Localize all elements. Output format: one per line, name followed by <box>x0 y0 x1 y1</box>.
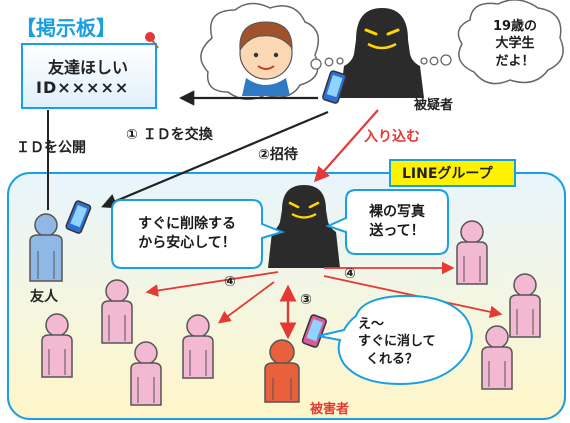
bulletin-board-line2: ID××××× <box>36 78 130 97</box>
exchange-id-label: ① ＩＤを交換 <box>126 127 213 143</box>
member-figure <box>509 273 541 338</box>
thought-dot <box>429 56 439 66</box>
member-figure <box>456 220 488 285</box>
fake-profile-line1: 19歳の <box>492 18 538 34</box>
member-figure <box>101 279 133 344</box>
publish-id-label: ＩＤを公開 <box>16 140 86 156</box>
thought-dot <box>420 57 428 65</box>
smartphone-icon <box>65 200 92 234</box>
fake-profile-line3: だよ！ <box>495 53 535 69</box>
victim-figure <box>264 339 300 403</box>
line-group-label: LINEグループ <box>402 166 493 182</box>
step3-label: ③ <box>300 292 312 308</box>
speech-victim-text: え～ すぐに消して くれる？ <box>350 304 466 380</box>
arrow-step4-left <box>145 271 279 297</box>
invite-label: ②招待 <box>258 147 298 163</box>
pushpin-icon <box>145 32 159 49</box>
friend-label: 友人 <box>30 289 58 305</box>
suspect-figure-group <box>268 185 340 268</box>
fake-profile-thought: 19歳の 大学生 だよ！ <box>478 14 552 74</box>
suspect-label: 被疑者 <box>414 98 454 113</box>
speech-bubble-reassure <box>111 199 286 269</box>
speech-reassure-line1: すぐに削除する <box>138 216 236 233</box>
speech-victim-line1: え～ <box>358 316 385 332</box>
smartphone-icon <box>301 314 327 348</box>
member-figure <box>41 313 73 378</box>
victim-label: 被害者 <box>310 402 350 417</box>
smartphone-icon <box>322 70 347 104</box>
infiltrate-label: 入り込む <box>364 129 420 145</box>
member-figure <box>182 314 214 379</box>
thought-cloud-face <box>200 2 320 101</box>
bulletin-board-line1: 友達ほしい <box>48 58 129 77</box>
thought-dot <box>324 57 334 67</box>
bulletin-board-title: 【掲示板】 <box>16 16 116 40</box>
speech-reassure-line2: から安心して！ <box>138 235 236 251</box>
suspect-figure-top <box>340 8 424 98</box>
member-figure <box>130 341 162 406</box>
speech-victim-line3: くれる？ <box>366 351 419 367</box>
speech-bubble-victim <box>317 294 473 386</box>
arrow-invite <box>101 110 329 209</box>
fake-profile-line2: 大学生 <box>495 36 535 52</box>
member-figure <box>481 325 513 390</box>
thought-dot <box>440 54 452 66</box>
speech-request-line1: 裸の写真 <box>369 204 425 221</box>
arrow-infiltrate <box>313 109 379 183</box>
step4-label-right: ④ <box>344 266 356 282</box>
friend-figure <box>29 213 63 282</box>
thought-dot <box>336 57 344 65</box>
step4-label-left: ④ <box>224 274 236 290</box>
speech-request-text: 裸の写真 送って！ <box>348 192 446 252</box>
thought-dot <box>310 58 322 70</box>
speech-bubble-request <box>325 189 449 255</box>
thought-cloud-fake-profile <box>457 0 564 85</box>
speech-reassure-text: すぐに削除する から安心して！ <box>114 202 260 266</box>
speech-request-line2: 送って！ <box>369 223 425 239</box>
bulletin-board-box <box>21 43 157 109</box>
arrow-step4-left-lower <box>217 281 275 324</box>
speech-victim-line2: すぐに消して <box>358 334 436 350</box>
line-group-label-box <box>389 159 516 187</box>
